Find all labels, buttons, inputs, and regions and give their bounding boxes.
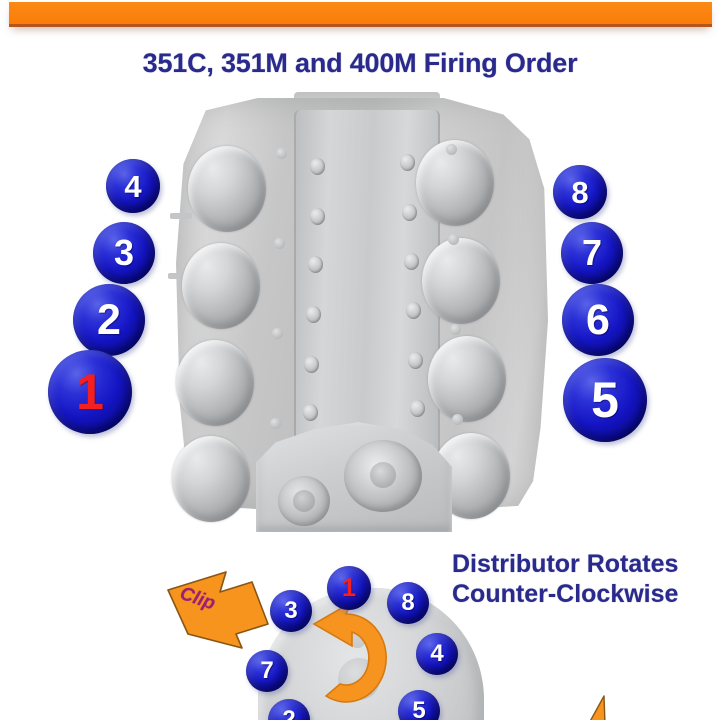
distributor-caption-line2: Counter-Clockwise: [452, 580, 679, 608]
distributor-terminal-2: 2: [268, 699, 310, 720]
distributor-terminal-7: 7: [246, 650, 288, 692]
lifter-bore: [303, 404, 318, 421]
lifter-bore: [306, 306, 321, 323]
distributor-terminal-8: 8: [387, 582, 429, 624]
cylinder-bore: [182, 243, 260, 329]
cylinder-number-3: 3: [93, 222, 155, 284]
cylinder-number-6: 6: [562, 284, 634, 356]
cylinder-bore: [416, 140, 494, 226]
engine-side-tab: [170, 213, 192, 219]
cylinder-number-4: 4: [106, 159, 160, 213]
fuel-pump-boss: [278, 476, 330, 526]
lifter-bore: [310, 158, 325, 175]
crankshaft-snout: [344, 440, 422, 512]
head-bolt-hole: [272, 328, 283, 339]
lifter-bore: [400, 154, 415, 171]
cylinder-number-5: 5: [563, 358, 647, 442]
lifter-bore: [310, 208, 325, 225]
lifter-bore: [402, 204, 417, 221]
head-bolt-hole: [446, 144, 457, 155]
cylinder-number-2: 2: [73, 284, 145, 356]
distributor-caption-line1: Distributor Rotates: [452, 550, 679, 578]
counter-clockwise-rotation-arrow: [312, 600, 387, 703]
distributor-terminal-5: 5: [398, 690, 440, 720]
cylinder-bore: [422, 238, 500, 324]
head-bolt-hole: [276, 148, 287, 159]
lifter-bore: [308, 256, 323, 273]
head-bolt-hole: [450, 324, 461, 335]
engine-side-tab: [168, 273, 190, 279]
cylinder-number-8: 8: [553, 165, 607, 219]
distributor-terminal-3: 3: [270, 590, 312, 632]
distributor-terminal-1: 1: [327, 566, 371, 610]
page-title: 351C, 351M and 400M Firing Order: [142, 48, 578, 78]
cylinder-bore: [172, 436, 250, 522]
cylinder-bore: [176, 340, 254, 426]
distributor-caption: Distributor Rotates Counter-Clockwise: [452, 549, 678, 609]
lifter-bore: [408, 352, 423, 369]
lifter-bore: [304, 356, 319, 373]
engine-block-image: [148, 88, 578, 543]
clip-callout-arrow: [167, 571, 269, 649]
lifter-bore: [410, 400, 425, 417]
head-bolt-hole: [270, 418, 281, 429]
secondary-callout-arrow: [590, 695, 606, 720]
head-bolt-hole: [274, 238, 285, 249]
head-bolt-hole: [448, 234, 459, 245]
head-bolt-hole: [452, 414, 463, 425]
cylinder-number-1: 1: [48, 350, 132, 434]
distributor-terminal-4: 4: [416, 633, 458, 675]
lifter-bore: [406, 302, 421, 319]
cylinder-number-7: 7: [561, 222, 623, 284]
lifter-bore: [404, 253, 419, 270]
orange-header-bar: [9, 2, 712, 27]
cylinder-bore: [188, 146, 266, 232]
cylinder-bore: [428, 336, 506, 422]
